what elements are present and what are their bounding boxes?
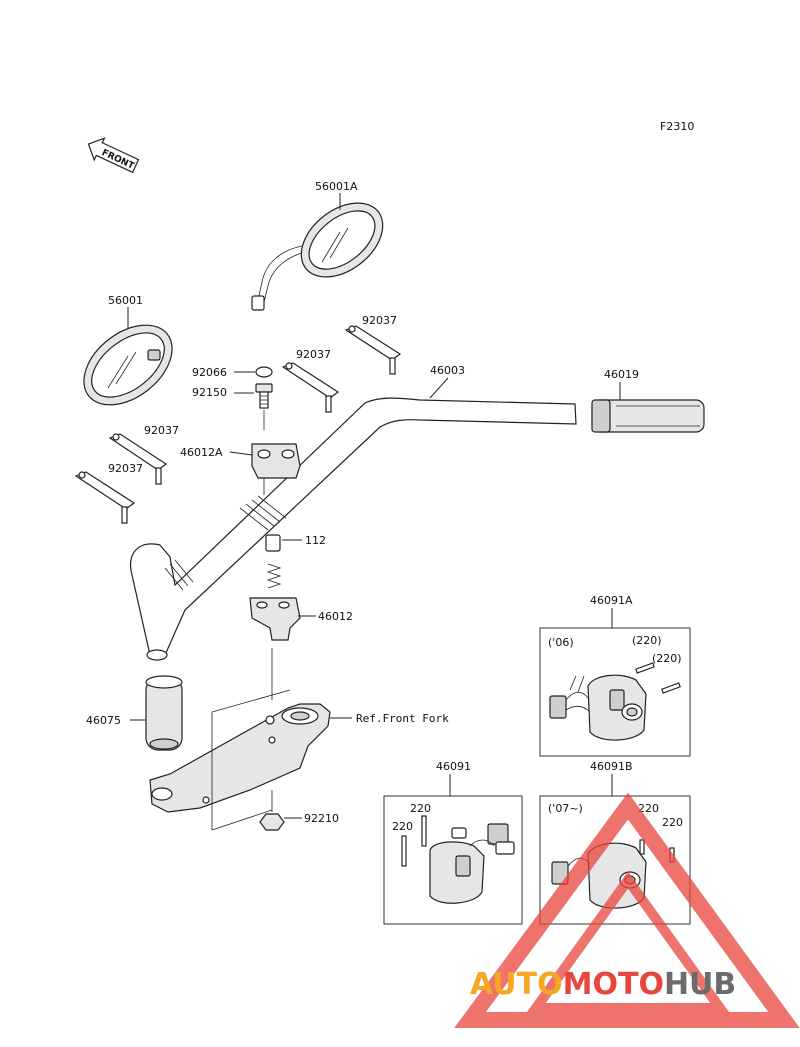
dowel-part <box>265 534 281 552</box>
bolt-92037-b-part <box>281 362 340 413</box>
bolt-92037-d-part <box>74 471 136 524</box>
switch-right-06-part <box>549 662 681 741</box>
diagram-code: F2310 <box>660 120 694 133</box>
label-switch-left-screw1: 220 <box>410 802 431 815</box>
label-holder-lower: 46012 <box>318 610 353 623</box>
label-year-07: ('07~) <box>548 802 583 815</box>
label-year-06: ('06) <box>548 636 574 649</box>
mirror-right-part <box>251 202 384 311</box>
label-bolt-center: 92150 <box>192 386 227 399</box>
switch-right-07-box <box>539 795 691 925</box>
watermark-part-hub: HUB <box>664 967 736 1002</box>
label-holder-upper: 46012A <box>180 446 223 459</box>
label-mirror-right: 56001A <box>315 180 358 193</box>
label-switch-right-07: 46091B <box>590 760 633 773</box>
label-cap: 92066 <box>192 366 227 379</box>
label-switch-left: 46091 <box>436 760 471 773</box>
label-switch-right-07-screw2: 220 <box>662 816 683 829</box>
handlebar-part <box>130 397 577 661</box>
watermark-part-moto: MOTO <box>563 967 664 1002</box>
fork-bracket-part <box>149 703 331 813</box>
label-nut: 92210 <box>304 812 339 825</box>
label-bolt-b: 92037 <box>296 348 331 361</box>
label-handlebar: 46003 <box>430 364 465 377</box>
label-mirror-left: 56001 <box>108 294 143 307</box>
watermark-logo <box>454 792 800 1028</box>
nut-part <box>259 813 285 831</box>
grip-left-part <box>145 675 183 751</box>
ref-label: Ref.Front Fork <box>356 712 449 725</box>
switch-right-06-box <box>539 627 691 757</box>
label-switch-right-06-screw2: (220) <box>652 652 682 665</box>
label-switch-right-06-screw1: (220) <box>632 634 662 647</box>
holder-upper-part <box>251 443 301 479</box>
label-bolt-a: 92037 <box>362 314 397 327</box>
watermark-triangle-outer <box>454 792 800 1028</box>
mirror-left-part <box>83 324 173 406</box>
label-grip-right: 46019 <box>604 368 639 381</box>
watermark-text: AUTOMOTOHUB <box>470 967 736 1002</box>
bolt-center-part <box>255 383 273 409</box>
holder-lower-part <box>249 597 301 641</box>
watermark-part-auto: AUTO <box>470 967 563 1002</box>
cap-part <box>255 366 273 378</box>
grip-right-part <box>591 399 705 433</box>
front-arrow-icon: FRONT <box>87 137 140 174</box>
label-switch-right-06: 46091A <box>590 594 633 607</box>
switch-left-box <box>383 795 523 925</box>
label-bolt-c: 92037 <box>144 424 179 437</box>
label-bolt-d: 92037 <box>108 462 143 475</box>
label-dowel: 112 <box>305 534 326 547</box>
label-switch-right-07-screw1: 220 <box>638 802 659 815</box>
switch-left-part <box>401 815 515 904</box>
label-switch-left-screw2: 220 <box>392 820 413 833</box>
watermark-triangle-inner <box>526 871 730 1013</box>
bolt-92037-c-part <box>108 433 168 485</box>
label-grip-left: 46075 <box>86 714 121 727</box>
bolt-92037-a-part <box>344 325 402 375</box>
